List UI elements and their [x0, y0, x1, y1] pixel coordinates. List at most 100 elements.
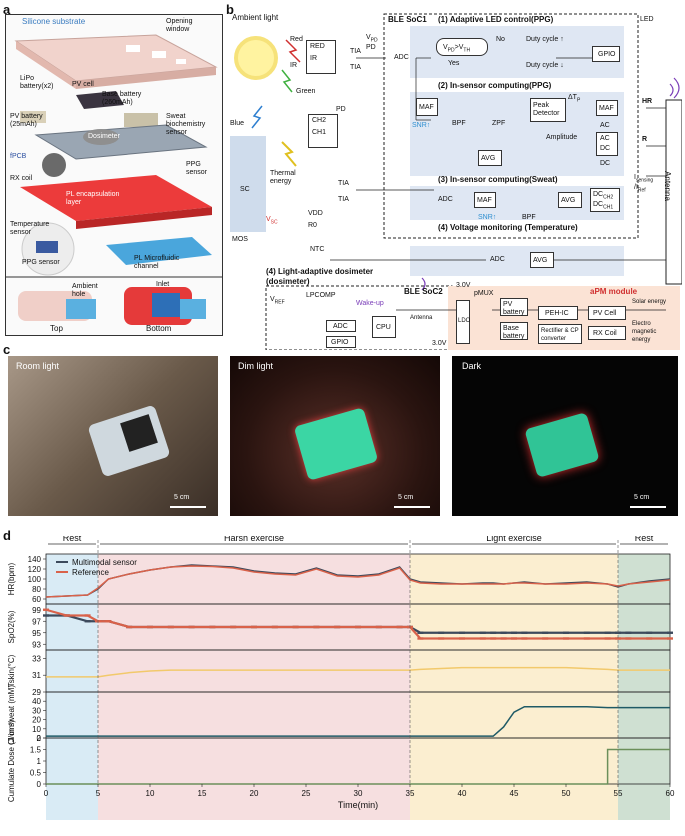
spo2-marker: [542, 637, 549, 640]
x-tick-label: 45: [510, 789, 519, 798]
spo2-marker: [417, 637, 424, 640]
y-axis-label: SpO2(%): [7, 610, 16, 643]
b-pd: PD: [366, 44, 376, 51]
b-avg2-text: AVG: [561, 197, 576, 204]
b-acdc-bot: DC: [600, 145, 611, 152]
label-fpcb: fPCB: [10, 153, 27, 160]
b-peak: Peak Detector: [530, 98, 566, 122]
b-maf1-text: MAF: [419, 104, 434, 111]
b-s5b: (dosimeter): [266, 277, 310, 286]
spo2-marker: [63, 614, 70, 617]
spo2-marker: [313, 625, 320, 629]
b-rxcoil: RX Coil: [588, 326, 626, 340]
phase-band: [410, 554, 618, 820]
spo2-marker: [396, 625, 403, 629]
b-ntc: NTC: [310, 246, 325, 253]
y-axis-label: Tskin(°C): [7, 654, 16, 687]
photo-dim-light: Dim light 5 cm: [230, 356, 440, 516]
b-vpd-main: V: [366, 34, 371, 41]
b-duty-down: Duty cycle ↓: [526, 62, 564, 69]
phase-label: Light exercise: [486, 536, 542, 543]
b-tia2: TIA: [350, 64, 361, 71]
device-dim: [293, 407, 379, 481]
phase-band: [98, 554, 410, 820]
b-adc3: ADC: [490, 256, 505, 263]
b-pmux: pMUX: [474, 290, 494, 297]
series-line: [46, 666, 670, 678]
spo2-marker: [542, 631, 549, 634]
b-isense-sub: sensing: [635, 177, 654, 184]
b-avg3-text: AVG: [533, 257, 548, 264]
spo2-marker: [334, 625, 341, 629]
b-s2: (2) In-sensor computing(PPG): [438, 81, 552, 90]
b-compare-box: VPD>VTH: [436, 38, 488, 56]
spo2-marker: [147, 625, 153, 629]
b-dc-bot-main: DC: [593, 201, 604, 208]
b-ldo: LDO: [456, 300, 470, 344]
x-tick-label: 60: [666, 789, 675, 798]
b-maf2-text: MAF: [599, 105, 614, 112]
b-adc1: ADC: [394, 54, 409, 61]
y-tick-label: 0.5: [30, 769, 42, 778]
b-no: No: [496, 36, 505, 43]
b-maf2: MAF: [596, 100, 618, 116]
spo2-marker: [479, 631, 486, 634]
b-tia1: TIA: [350, 48, 361, 55]
b-cpu-text: CPU: [376, 324, 391, 331]
b-ch-box: CH2 CH1: [308, 114, 338, 148]
b-rxcoil-text: RX Coil: [593, 330, 617, 337]
b-s5: (4) Light-adaptive dosimeter: [266, 267, 374, 276]
x-tick-label: 0: [44, 789, 49, 798]
spo2-marker: [355, 625, 361, 629]
x-tick-label: 30: [354, 789, 363, 798]
legend-label: Multimodal sensor: [72, 558, 137, 567]
y-tick-label: 33: [32, 654, 41, 663]
b-vpd-sub: PD: [370, 37, 378, 44]
b-ambient: Ambient light: [232, 13, 279, 22]
spo2-marker: [511, 631, 517, 634]
b-maf3: MAF: [474, 192, 496, 208]
b-peak-text: Peak Detector: [533, 102, 560, 117]
spo2-marker: [375, 625, 382, 629]
b-rect-text: Rectifier & CP converter: [541, 328, 579, 342]
panel-a-letter: a: [3, 2, 11, 17]
b-vref-main: V: [270, 296, 275, 303]
b-vdd: VDD: [308, 210, 323, 217]
y-tick-label: 30: [32, 706, 41, 715]
b-ldo-text: LDO: [458, 318, 471, 324]
legend-label: Reference: [72, 568, 109, 577]
b-led: LED: [640, 16, 654, 23]
b-acdc: AC DC: [596, 132, 618, 156]
b-iref-main: /I: [634, 184, 638, 192]
label-sweat: Sweat biochemistry sensor: [166, 113, 206, 136]
b-gpio1-text: GPIO: [598, 51, 616, 58]
b-dc-top-main: DC: [593, 191, 604, 198]
label-lipo: LiPo battery(x2): [20, 75, 54, 90]
b-vref: VREF: [270, 296, 285, 306]
b-dtp: ΔTP: [568, 94, 580, 104]
b-vref-sub: REF: [274, 299, 285, 306]
spo2-marker: [667, 637, 673, 640]
b-amplitude: Amplitude: [546, 134, 578, 141]
b-s1: (1) Adaptive LED control(PPG): [438, 15, 554, 24]
spo2-marker: [500, 637, 507, 640]
panel-b-block-diagram: Ambient light Red IR Green Blue PD PD RE…: [226, 10, 683, 351]
spo2-marker: [417, 631, 424, 634]
label-pvcell: PV cell: [72, 81, 94, 88]
label-room: Room light: [16, 361, 60, 371]
b-vsc-main: V: [266, 216, 271, 223]
b-compare-v1: V: [443, 44, 448, 51]
b-isense: Isensing/IRef: [634, 174, 653, 195]
x-tick-label: 15: [198, 789, 207, 798]
b-zpf: ZPF: [492, 120, 506, 127]
spo2-marker: [500, 631, 507, 634]
panel-b-letter: b: [226, 2, 234, 17]
spo2-marker: [521, 631, 528, 634]
spo2-marker: [511, 637, 517, 640]
spo2-marker: [438, 631, 445, 634]
b-vsc-sub: SC: [270, 219, 278, 226]
label-encap: PL encapsulation layer: [66, 191, 120, 206]
label-ppg-r: PPG sensor: [186, 161, 208, 176]
b-dc-bot: DCCH1: [593, 201, 613, 211]
